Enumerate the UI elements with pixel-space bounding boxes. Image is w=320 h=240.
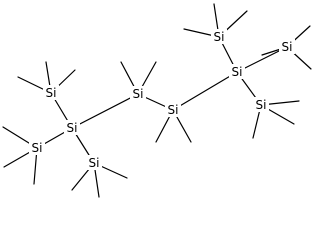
atom-symbol: Si [133, 87, 144, 101]
atom-label-backing [211, 29, 227, 44]
atom-label-backing [86, 155, 102, 170]
atom-label-si_a3: Si [86, 155, 102, 170]
atom-label-backing [29, 140, 45, 155]
atom-symbol: Si [89, 156, 100, 170]
atom-label-backing [165, 102, 181, 117]
atom-label-si_c1: Si [130, 86, 146, 101]
atom-symbol: Si [232, 65, 243, 79]
atom-symbol: Si [67, 121, 78, 135]
atom-symbol: Si [46, 86, 57, 100]
atom-symbol: Si [214, 30, 225, 44]
atom-label-backing [64, 120, 80, 135]
atom-label-backing [229, 64, 245, 79]
bond-si_c2-si_q2 [172, 71, 238, 111]
atom-label-si_t1: Si [211, 29, 227, 44]
bond-si_q1-si_c1 [71, 93, 139, 129]
atom-label-si_q1: Si [64, 120, 80, 135]
atom-label-si_t2: Si [279, 39, 295, 54]
atom-symbol: Si [256, 98, 267, 112]
atom-symbol: Si [32, 141, 43, 155]
atom-label-backing [43, 85, 59, 100]
atom-symbol: Si [168, 103, 179, 117]
atom-symbol: Si [282, 40, 293, 54]
atom-label-si_c2: Si [165, 102, 181, 117]
atom-label-backing [253, 97, 269, 112]
atom-label-si_a1: Si [43, 85, 59, 100]
atom-label-si_q2: Si [229, 64, 245, 79]
atom-label-backing [279, 39, 295, 54]
atom-label-si_b3: Si [253, 97, 269, 112]
bond-si_q2-si_b2 [236, 46, 288, 73]
atom-label-si_a2: Si [29, 140, 45, 155]
atom-label-backing [130, 86, 146, 101]
